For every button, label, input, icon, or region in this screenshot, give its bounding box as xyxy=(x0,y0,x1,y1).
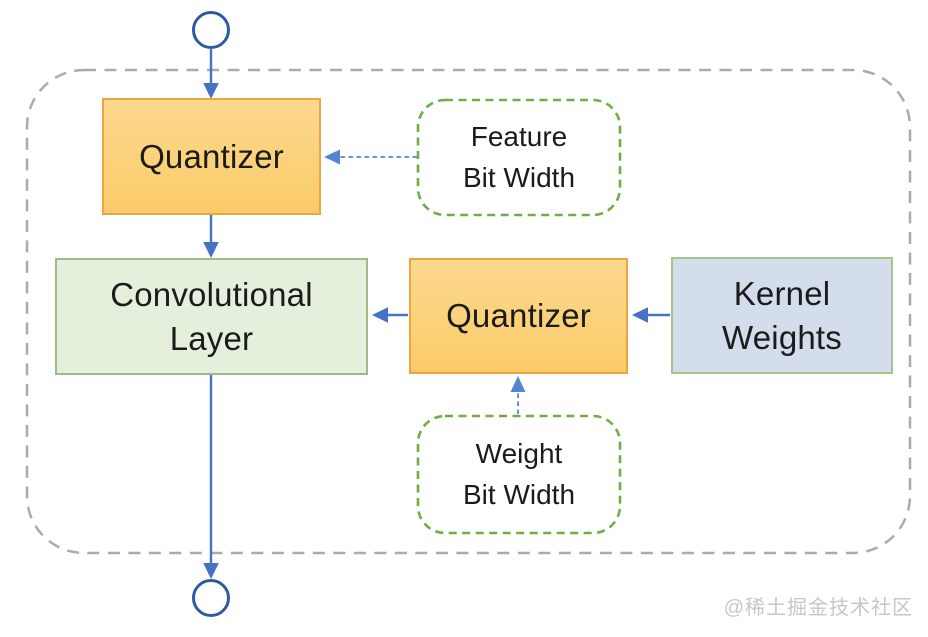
arrow-conv-layer-to-end xyxy=(203,375,219,579)
arrow-start-to-feature-quantizer xyxy=(203,48,219,99)
arrow-kernel-weights-to-quantizer xyxy=(632,307,670,323)
node-weight-bit-width: Weight Bit Width xyxy=(418,416,620,533)
node-conv-layer-label: Convolutional Layer xyxy=(110,275,313,357)
weight-bitwidth-box-border xyxy=(416,414,622,535)
node-feature-bit-width: Feature Bit Width xyxy=(418,100,620,215)
node-feature-quantizer: Quantizer xyxy=(102,98,321,215)
node-weight-bit-width-label: Weight Bit Width xyxy=(462,437,576,510)
node-feature-quantizer-label: Quantizer xyxy=(139,137,284,175)
arrow-feature-bitwidth-to-quantizer xyxy=(324,149,417,165)
start-node-circle xyxy=(192,11,230,49)
arrow-feature-quantizer-to-conv-layer xyxy=(203,215,219,258)
node-conv-layer: Convolutional Layer xyxy=(55,258,368,375)
pipeline-boundary xyxy=(25,68,912,555)
node-kernel-weights-label: Kernel Weights xyxy=(721,274,842,356)
watermark: @稀土掘金技术社区 xyxy=(723,597,913,619)
end-node-circle xyxy=(192,579,230,617)
arrow-weight-quantizer-to-conv-layer xyxy=(372,307,408,323)
feature-bitwidth-box-border xyxy=(416,98,622,217)
node-weight-quantizer-label: Quantizer xyxy=(446,297,591,335)
node-feature-bit-width-label: Feature Bit Width xyxy=(462,120,576,193)
arrow-weight-bitwidth-to-quantizer xyxy=(510,376,526,414)
node-kernel-weights: Kernel Weights xyxy=(671,257,893,374)
node-weight-quantizer: Quantizer xyxy=(409,258,628,374)
